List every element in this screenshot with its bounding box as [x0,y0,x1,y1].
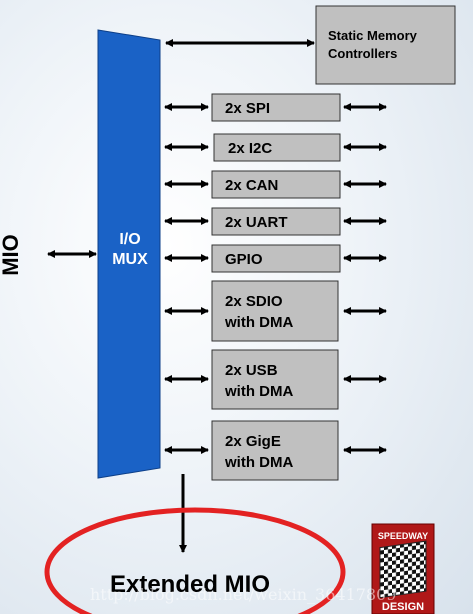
gige-label-line2: with DMA [224,454,293,471]
i2c-box [213,133,341,162]
can-label: 2x CAN [225,177,278,194]
gige-label-line1: 2x GigE [225,433,281,450]
watermark-url: http://blog.csdn.net/weixin_36417809 [90,585,396,604]
peripheral-can: 2x CAN [164,170,387,199]
peripheral-gige: 2x GigE with DMA [164,420,387,481]
peripheral-spi: 2x SPI [164,93,387,122]
gpio-box [211,244,341,273]
can-box [211,170,341,199]
peripheral-usb: 2x USB with DMA [164,349,387,410]
extended-mio-ellipse [44,507,346,614]
peripheral-uart: 2x UART [164,207,387,236]
logo-top-text: SPEEDWAY [378,531,428,541]
checkered-flag-icon [379,540,427,599]
io-mux-block [97,29,161,479]
logo-bottom-text: DESIGN [382,601,424,613]
sdio-label-line1: 2x SDIO [225,293,283,310]
extended-mio-label: Extended MIO [110,571,270,598]
usb-label-line2: with DMA [224,383,293,400]
uart-label: 2x UART [225,214,288,231]
peripheral-i2c: 2x I2C [164,133,387,162]
usb-label-line1: 2x USB [225,362,278,379]
static-memory-label-line2: Controllers [328,46,397,61]
spi-box [211,93,341,122]
mio-label: MIO [0,234,23,276]
gige-box [211,420,339,481]
uart-box [211,207,341,236]
peripheral-sdio: 2x SDIO with DMA [164,280,387,342]
sdio-label-line2: with DMA [224,314,293,331]
spi-label: 2x SPI [225,100,270,117]
sdio-box [211,280,339,342]
gpio-label: GPIO [225,251,263,268]
speedway-design-logo: SPEEDWAY DESIGN [371,523,435,614]
static-memory-box [315,5,456,85]
i2c-label: 2x I2C [228,140,272,157]
peripheral-gpio: GPIO [164,244,387,273]
io-mux-label-line1: I/O [119,231,140,248]
static-memory-label-line1: Static Memory [328,28,418,43]
io-mux-label-line2: MUX [112,251,148,268]
usb-box [211,349,339,410]
